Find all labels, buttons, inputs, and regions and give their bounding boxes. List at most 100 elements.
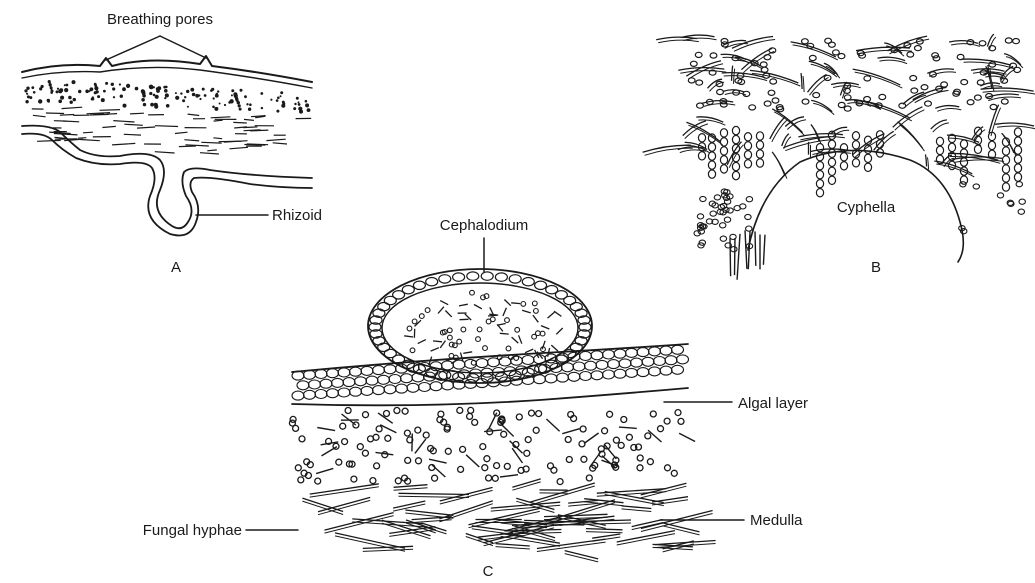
cortex-cell: [603, 350, 615, 359]
algal-dot: [88, 90, 90, 92]
chain-cell: [1002, 147, 1009, 155]
cortex-cell: [637, 368, 649, 377]
inner-cell: [457, 339, 462, 344]
cortex-cell: [591, 371, 603, 380]
algal-cell: [501, 431, 507, 437]
algal-dot: [298, 101, 300, 103]
algal-dot: [68, 96, 72, 100]
inner-cell: [470, 290, 475, 295]
cortex-cell: [1001, 99, 1008, 104]
cortex-cell: [809, 55, 816, 60]
medulla-hypha: [318, 500, 370, 514]
chain-cell: [828, 167, 835, 175]
chain-cell: [720, 138, 727, 146]
chain-cell: [708, 170, 715, 178]
inner-cell: [410, 348, 415, 353]
cortex-cell: [327, 389, 339, 398]
algal-cell: [298, 477, 304, 483]
hypha: [1002, 133, 1014, 153]
algal-cell: [516, 414, 522, 420]
algal-cell: [637, 465, 643, 471]
inner-hypha: [497, 324, 503, 331]
algal-cell: [384, 411, 390, 417]
chain-cell: [864, 163, 871, 171]
inner-hypha: [533, 315, 538, 322]
inner-hypha: [548, 312, 555, 318]
breathing-pores-label: Breathing pores: [107, 11, 213, 28]
lobe-filament: [735, 238, 736, 275]
algal-dot: [294, 103, 296, 105]
inner-hypha: [504, 300, 510, 306]
cortex-cell: [304, 370, 316, 379]
cortex-cell: [366, 376, 378, 385]
algal-cell: [482, 465, 488, 471]
algal-cell: [395, 478, 401, 484]
inner-cell: [536, 331, 541, 336]
medulla-stroke: [130, 113, 144, 114]
algal-dot: [182, 99, 185, 102]
algal-cell: [458, 466, 464, 472]
lobe-filament: [755, 231, 756, 265]
medulla-stroke: [54, 134, 78, 135]
algal-hypha: [415, 439, 426, 453]
algal-dot: [231, 94, 233, 96]
cortex-cell: [585, 361, 597, 370]
rhizoid-label: Rhizoid: [272, 207, 322, 224]
algal-dot: [231, 89, 234, 92]
algal-dot: [90, 88, 93, 91]
algal-dot: [214, 107, 218, 111]
algal-cell: [394, 408, 400, 414]
algal-cell: [472, 419, 478, 425]
medulla-stroke: [175, 132, 188, 133]
inner-cell: [476, 337, 481, 342]
inner-hypha: [445, 311, 451, 317]
cortex-cell: [580, 372, 592, 381]
cortex-cell: [378, 375, 390, 384]
algal-dot: [113, 96, 115, 98]
hypha: [995, 123, 1034, 126]
medulla-stroke: [244, 119, 254, 120]
panel-c-label: C: [483, 563, 494, 580]
algal-dot: [180, 92, 182, 94]
inner-hypha: [556, 328, 562, 334]
algal-dot: [41, 85, 44, 88]
medulla-hypha: [617, 531, 675, 542]
algal-dot: [25, 100, 28, 103]
inner-hypha: [512, 337, 519, 343]
algal-dot: [60, 96, 64, 100]
medulla-stroke: [100, 110, 121, 111]
algal-cell: [385, 435, 391, 441]
algal-hypha: [429, 459, 447, 463]
chain-cell: [756, 141, 763, 149]
inner-cell: [448, 335, 453, 340]
cortex-cell: [608, 360, 620, 369]
fungal-hyphae-callout: Fungal hyphae: [143, 522, 298, 539]
algal-cell: [548, 463, 554, 469]
lobe-cell: [1019, 199, 1025, 204]
algal-dot: [192, 93, 196, 97]
cortex-cell: [654, 357, 666, 366]
algal-dot: [135, 87, 139, 91]
algal-layer-label: Algal layer: [738, 395, 808, 412]
chain-cell: [708, 143, 715, 151]
algal-dot: [59, 88, 63, 92]
panel-a-medulla-hatching: [32, 107, 311, 154]
algal-dot: [296, 97, 299, 100]
chain-cell: [876, 140, 883, 148]
cortex-cell: [879, 94, 886, 99]
algal-cell: [362, 450, 368, 456]
cortex-cell: [672, 345, 684, 354]
algal-hypha: [584, 433, 599, 444]
chain-cell: [974, 145, 981, 153]
chain-cell: [708, 161, 715, 169]
algal-hypha: [590, 452, 601, 467]
cortex-cell: [838, 102, 845, 107]
chain-cell: [852, 141, 859, 149]
algal-hypha: [500, 475, 518, 477]
lobe-cell: [697, 214, 703, 219]
algal-cell: [373, 434, 379, 440]
cortex-cell: [557, 373, 569, 382]
medulla-stroke: [155, 126, 178, 127]
algal-hypha: [512, 448, 522, 463]
hypha: [937, 109, 961, 112]
